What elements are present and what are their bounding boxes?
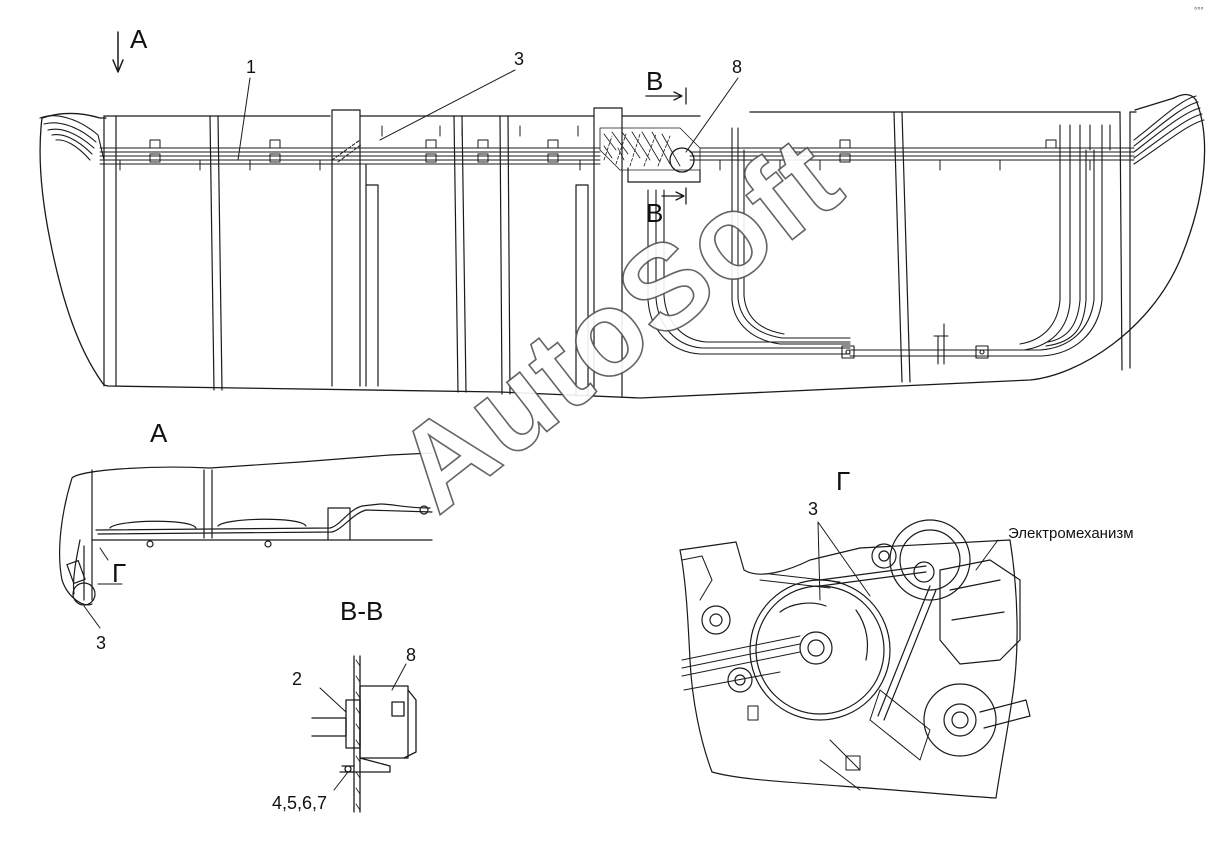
left-bundle <box>39 115 105 161</box>
main-view <box>39 31 1206 399</box>
clips <box>119 125 1091 171</box>
position-3-label-view-g: 3 <box>808 499 819 519</box>
view-a-label-top: А <box>130 24 148 54</box>
electromechanism-label: Электромеханизм <box>1008 525 1134 542</box>
leader-3 <box>379 69 516 141</box>
position-3-label-top: 3 <box>514 49 525 69</box>
section-arrows <box>645 87 687 205</box>
position-1-label: 1 <box>246 57 257 77</box>
lower-clips <box>841 323 989 365</box>
position-8-label-bb: 8 <box>406 645 417 665</box>
leader-8 <box>685 77 739 153</box>
corner-mark: °°° <box>1194 6 1204 15</box>
position-3-label-view-a: 3 <box>96 633 107 653</box>
section-b-label-bottom: В <box>646 198 664 228</box>
view-a-title: А <box>150 418 168 448</box>
section-b-label-top: В <box>646 66 664 96</box>
position-2-label: 2 <box>292 669 303 689</box>
view-g <box>679 519 1031 799</box>
view-g-title: Г <box>836 466 851 496</box>
grommet-8 <box>669 147 695 173</box>
body-outline <box>39 93 1206 399</box>
panels <box>103 107 1131 397</box>
position-8-label-top: 8 <box>732 57 743 77</box>
section-bb <box>311 655 417 813</box>
leader-1 <box>237 77 251 161</box>
view-a <box>59 452 433 629</box>
section-bb-title: В-В <box>340 596 384 626</box>
view-a-arrow <box>112 31 124 73</box>
harness-loops <box>647 124 1111 357</box>
roof-line <box>103 111 1137 117</box>
dashed-run <box>331 139 363 163</box>
position-4567-label: 4,5,6,7 <box>272 793 328 813</box>
view-g-mark: Г <box>112 558 127 588</box>
right-bundle <box>1133 95 1205 165</box>
